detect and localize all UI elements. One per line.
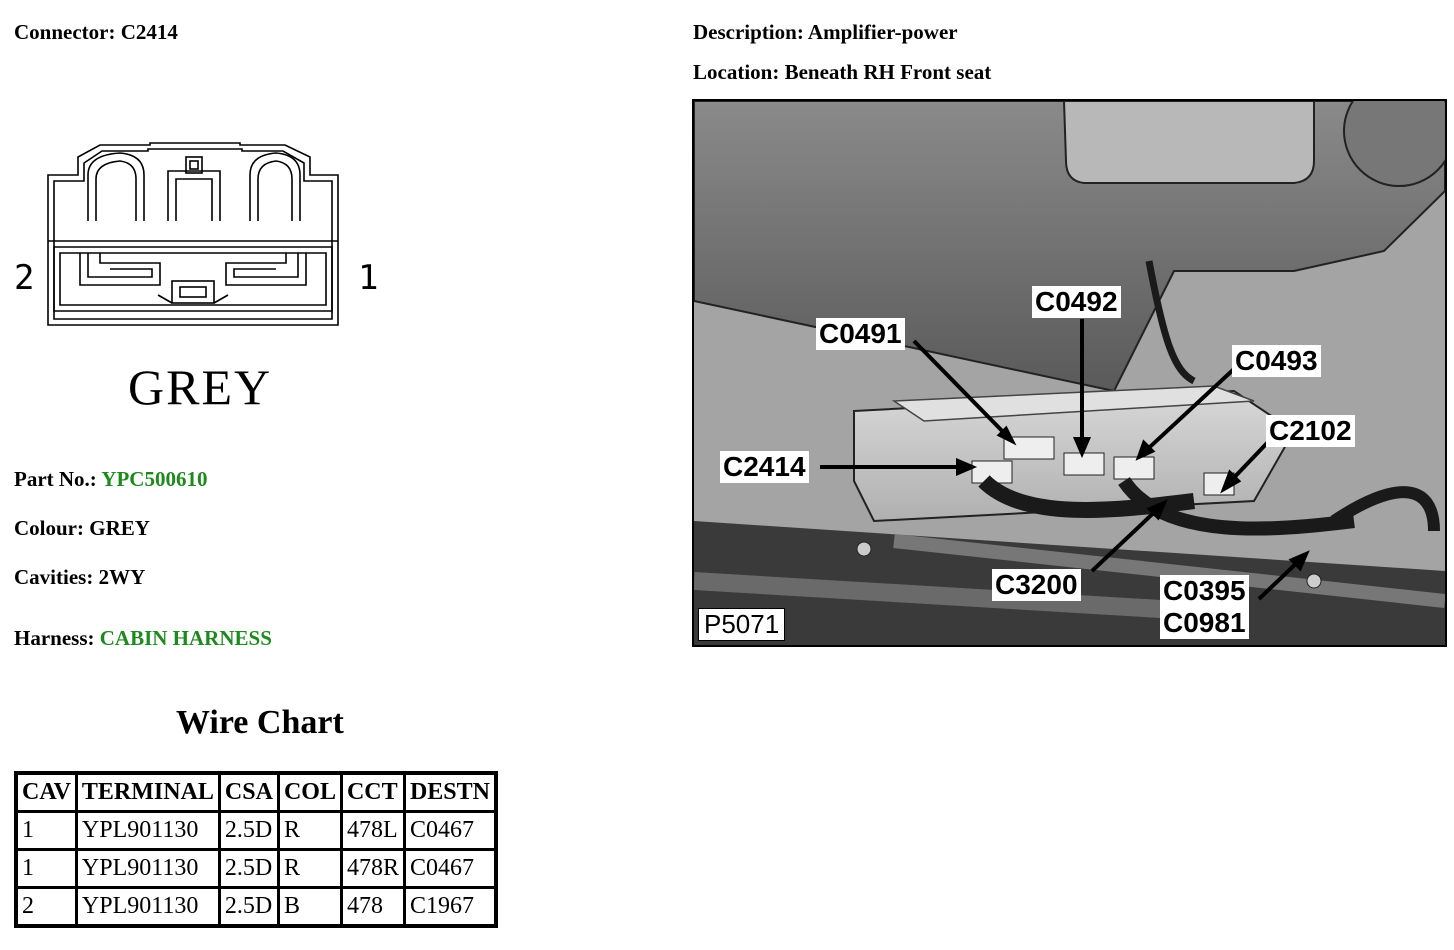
cavities: Cavities: 2WY: [14, 565, 146, 589]
colour: Colour: GREY: [14, 516, 150, 540]
cell-destn[interactable]: C0467: [402, 848, 498, 889]
col-col: COL: [276, 771, 343, 813]
cell-terminal: YPL901130: [74, 886, 221, 928]
cell-col: B: [276, 886, 343, 928]
col-cct: CCT: [339, 771, 406, 813]
cell-destn[interactable]: C0467: [402, 810, 498, 851]
part-number-link[interactable]: YPC500610: [101, 467, 208, 491]
cell-destn[interactable]: C1967: [402, 886, 498, 928]
cell-csa: 2.5D: [217, 848, 280, 889]
description: Description: Amplifier-power: [693, 20, 958, 44]
cell-col: R: [276, 848, 343, 889]
table-row: 2 YPL901130 2.5D B 478 C1967: [14, 886, 498, 928]
location-photo: C0491 C0492 C0493 C2102 C2414 C3200 C039…: [692, 99, 1447, 647]
cell-csa: 2.5D: [217, 810, 280, 851]
cell-cav: 2: [14, 886, 78, 928]
cell-terminal: YPL901130: [74, 810, 221, 851]
col-destn: DESTN: [402, 771, 498, 813]
callout-c0491: C0491: [816, 318, 905, 350]
pin-label-2: 2: [14, 258, 35, 298]
callout-c0981: C0981: [1160, 607, 1249, 639]
table-row: 1 YPL901130 2.5D R 478R C0467: [14, 848, 498, 889]
connector-face-diagram: [47, 142, 339, 326]
harness-link[interactable]: CABIN HARNESS: [99, 626, 272, 650]
pin-label-1: 1: [358, 258, 379, 298]
cell-cct: 478R: [339, 848, 406, 889]
location-illustration: [694, 101, 1445, 645]
wire-chart-table: CAV TERMINAL CSA COL CCT DESTN 1 YPL9011…: [14, 771, 498, 928]
cell-cct: 478L: [339, 810, 406, 851]
col-terminal: TERMINAL: [74, 771, 221, 813]
col-csa: CSA: [217, 771, 280, 813]
col-cav: CAV: [14, 771, 78, 813]
callout-c0492: C0492: [1032, 286, 1121, 318]
callout-c3200: C3200: [992, 569, 1081, 601]
wire-chart-header-row: CAV TERMINAL CSA COL CCT DESTN: [14, 771, 498, 813]
callout-c0493: C0493: [1232, 345, 1321, 377]
cell-terminal: YPL901130: [74, 848, 221, 889]
connector-id: Connector: C2414: [14, 20, 178, 44]
cell-col: R: [276, 810, 343, 851]
location: Location: Beneath RH Front seat: [693, 60, 992, 84]
cell-cav: 1: [14, 810, 78, 851]
part-number: Part No.: YPC500610: [14, 467, 208, 491]
harness: Harness: CABIN HARNESS: [14, 626, 272, 650]
picture-number: P5071: [698, 608, 786, 641]
connector-colour-caption: GREY: [128, 359, 273, 415]
callout-c2102: C2102: [1266, 415, 1355, 447]
cell-csa: 2.5D: [217, 886, 280, 928]
table-row: 1 YPL901130 2.5D R 478L C0467: [14, 810, 498, 851]
cell-cct: 478: [339, 886, 406, 928]
cell-cav: 1: [14, 848, 78, 889]
wire-chart-title: Wire Chart: [176, 704, 344, 741]
callout-c2414: C2414: [720, 451, 809, 483]
callout-c0395: C0395: [1160, 575, 1249, 607]
